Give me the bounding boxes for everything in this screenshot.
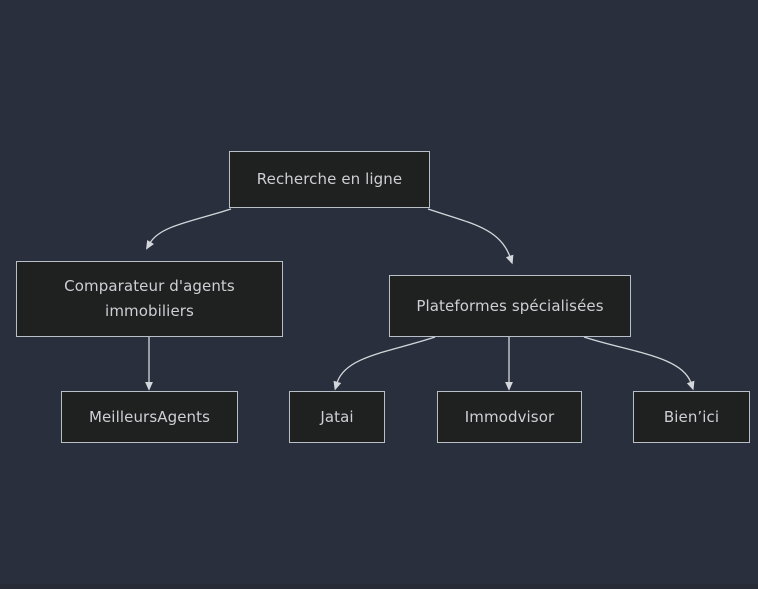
edge-root-to-plateformes bbox=[427, 208, 514, 265]
node-label: Immodvisor bbox=[464, 407, 555, 426]
node-plateformes-specialisees[interactable]: Plateformes spécialisées bbox=[389, 275, 631, 337]
node-label: Bien’ici bbox=[663, 407, 720, 426]
node-label: MeilleursAgents bbox=[88, 407, 211, 426]
node-bienici[interactable]: Bien’ici bbox=[633, 391, 750, 443]
node-label: Comparateur d'agents immobiliers bbox=[64, 277, 235, 320]
node-label: Plateformes spécialisées bbox=[416, 296, 604, 315]
edge-root-to-comparateur bbox=[146, 208, 232, 250]
node-label: Recherche en ligne bbox=[256, 170, 403, 188]
edge-plateformes-to-jatai bbox=[333, 336, 436, 391]
node-meilleursagents[interactable]: MeilleursAgents bbox=[61, 391, 238, 443]
bottom-edge-strip bbox=[0, 584, 758, 589]
node-jatai[interactable]: Jatai bbox=[289, 391, 385, 443]
node-label: Jatai bbox=[320, 407, 354, 426]
node-immodvisor[interactable]: Immodvisor bbox=[437, 391, 582, 443]
edge-plateformes-to-bienici bbox=[583, 336, 695, 391]
node-comparateur-agents-immobiliers[interactable]: Comparateur d'agents immobiliers bbox=[16, 261, 283, 337]
node-recherche-en-ligne[interactable]: Recherche en ligne bbox=[229, 151, 430, 208]
